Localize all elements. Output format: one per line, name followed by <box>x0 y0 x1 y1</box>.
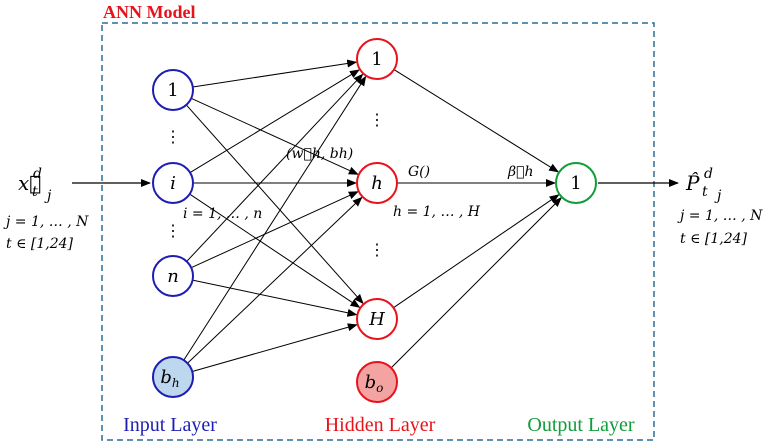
nodes <box>152 38 597 403</box>
hidden-output-weight-label: β⃗h <box>507 164 534 180</box>
model-frame <box>101 22 655 441</box>
input-node-1-label: 1 <box>167 80 178 101</box>
connections <box>183 59 562 373</box>
output-variable-symbol: P̂ <box>685 171 700 195</box>
edge-ini-h1 <box>189 69 360 174</box>
input-node-n-label: n <box>167 266 179 287</box>
input-node-i-label: i <box>170 173 176 194</box>
hidden-layer-label: Hidden Layer <box>325 414 436 436</box>
edge-hH-o1 <box>393 194 560 309</box>
input-node-i <box>152 162 194 204</box>
edge-inn-hH <box>192 279 358 317</box>
edge-h1-o1 <box>393 69 560 173</box>
hidden-ellipsis-upper: ⋮ <box>369 110 385 129</box>
hidden-node-H <box>356 298 398 340</box>
output-node-1 <box>555 162 597 204</box>
edge-inb-hh <box>187 196 363 364</box>
edge-inn-h1 <box>186 73 364 262</box>
hidden-node-1-label: 1 <box>371 49 382 70</box>
hidden-index-range: h = 1, … , H <box>393 204 481 220</box>
input-node-n <box>152 255 194 297</box>
output-variable-sup: d <box>704 166 713 182</box>
input-range-t: t ∈ [1,24] <box>6 236 74 252</box>
input-variable-sub-t: t <box>32 184 38 200</box>
output-range-j: j = 1, … , N <box>677 208 763 224</box>
output-variable-sub-j: j <box>714 188 722 204</box>
input-ellipsis-lower: ⋮ <box>165 221 181 240</box>
hidden-bias-node <box>356 361 398 403</box>
input-bias-node <box>152 356 194 398</box>
hidden-node-h-label: h <box>371 173 383 194</box>
edge-in1-hh <box>190 97 359 175</box>
input-variable-symbol: x⃗ <box>18 171 41 195</box>
output-layer-label: Output Layer <box>527 414 635 436</box>
edge-ini-hH <box>189 193 361 308</box>
input-range-j: j = 1, … , N <box>3 214 89 230</box>
edge-hb-o1 <box>390 197 562 369</box>
hidden-node-H-label: H <box>368 309 385 330</box>
output-variable-sub-t: t <box>702 184 708 200</box>
edge-in1-hH <box>185 104 364 305</box>
hidden-node-1 <box>356 38 398 80</box>
hidden-ellipsis-lower: ⋮ <box>369 240 385 259</box>
activation-label: G() <box>408 164 430 180</box>
input-index-range: i = 1, … , n <box>183 206 262 222</box>
edge-inb-hH <box>192 323 358 373</box>
input-variable-sup: d <box>33 166 42 182</box>
edge-in1-h1 <box>192 59 358 88</box>
output-range-t: t ∈ [1,24] <box>680 231 748 247</box>
input-node-1 <box>152 69 194 111</box>
input-ellipsis-upper: ⋮ <box>165 127 181 146</box>
input-hidden-weight-label: (w⃗h, bh) <box>286 146 353 162</box>
edge-inn-hh <box>190 191 359 269</box>
model-title: ANN Model <box>103 2 196 22</box>
hidden-node-h <box>356 162 398 204</box>
input-layer-label: Input Layer <box>123 414 217 436</box>
input-variable-sub-j: j <box>44 188 52 204</box>
output-node-1-label: 1 <box>570 173 581 194</box>
edge-inb-h1 <box>183 75 367 361</box>
